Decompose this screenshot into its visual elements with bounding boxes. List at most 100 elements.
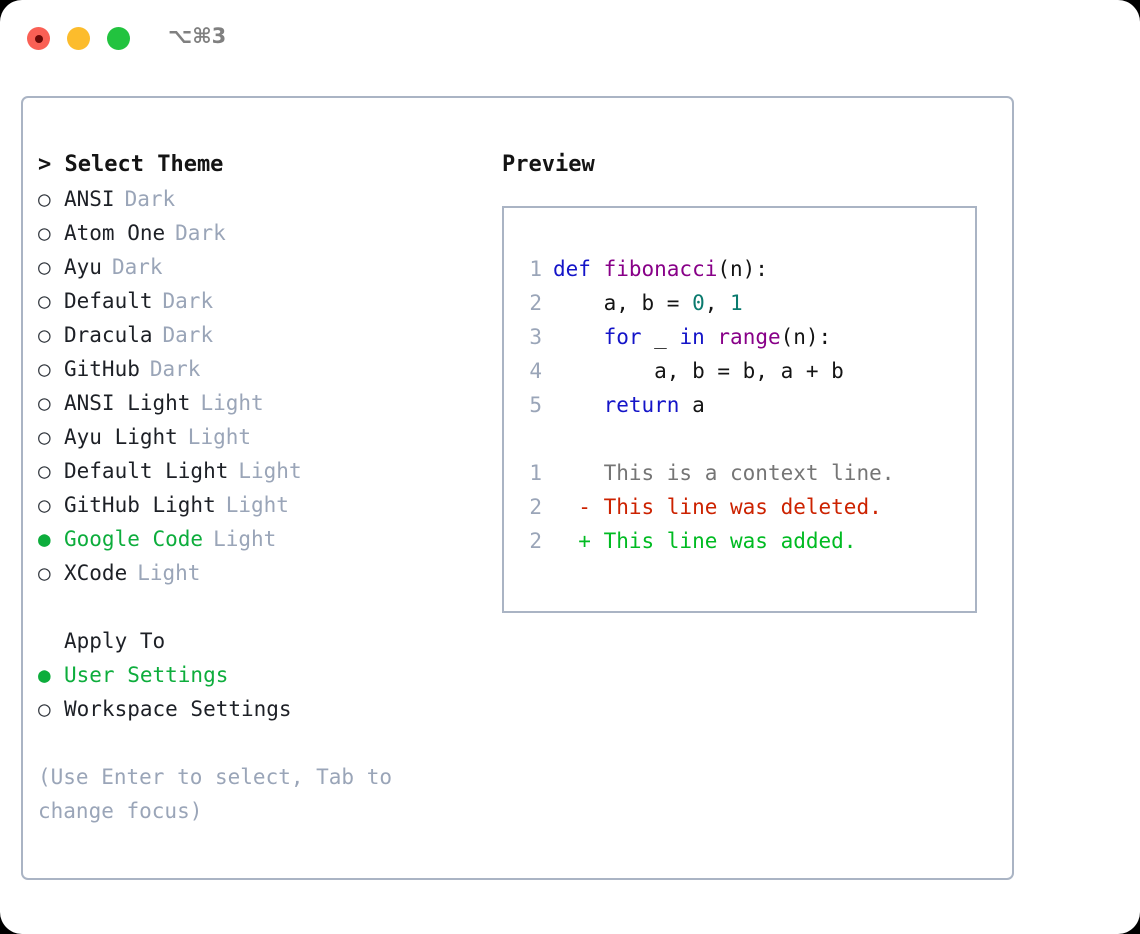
radio-unselected-icon: ○ — [38, 425, 51, 449]
code-token-fn: fibonacci — [603, 257, 718, 281]
keyboard-hint-text: (Use Enter to select, Tab to change focu… — [38, 765, 405, 823]
diff-marker: + — [553, 529, 604, 553]
keyboard-shortcut-label: ⌥⌘3 — [168, 24, 227, 48]
radio-unselected-icon: ○ — [38, 459, 51, 483]
code-token-kw: for — [603, 325, 642, 349]
preview-heading: Preview — [502, 152, 595, 177]
code-token-plain — [705, 320, 718, 354]
theme-option-label: GitHub Light — [64, 493, 216, 517]
radio-selected-icon: ● — [38, 663, 51, 687]
radio-unselected-icon: ○ — [38, 357, 51, 381]
line-number: 4 — [529, 359, 542, 383]
apply-to-list: ● User Settings ○Workspace Settings — [38, 658, 478, 726]
theme-option-ayu-light[interactable]: ○ Ayu Light Light — [38, 420, 478, 454]
diff-marker: - — [553, 495, 604, 519]
theme-option-label: Default Light — [64, 459, 229, 483]
code-token-kw: return — [603, 393, 680, 417]
line-number: 3 — [529, 325, 542, 349]
code-token-plain: a — [679, 393, 705, 417]
theme-option-variant-tag: Dark — [149, 357, 201, 381]
diff-line-ctx: 1 This is a context line. — [516, 456, 975, 490]
theme-option-variant-tag: Dark — [162, 289, 214, 313]
code-line: 2 a, b = 0, 1 — [516, 286, 975, 320]
theme-option-default-light[interactable]: ○ Default Light Light — [38, 454, 478, 488]
theme-option-variant-tag: Light — [213, 527, 277, 551]
title-bar: ⌥⌘3 — [0, 0, 1140, 78]
code-line: 5 return a — [516, 388, 975, 422]
theme-option-variant-tag: Light — [187, 425, 252, 449]
theme-option-label: Ayu Light — [64, 425, 178, 449]
diff-sample: 1 This is a context line.2 - This line w… — [516, 456, 975, 558]
code-token-plain — [553, 388, 604, 422]
theme-option-label: Google Code — [64, 527, 204, 551]
zoom-button[interactable] — [107, 27, 130, 50]
code-token-plain: , — [704, 291, 731, 315]
theme-option-variant-tag: Light — [137, 561, 201, 585]
code-token-plain: a, b = b, a + b — [553, 359, 844, 383]
diff-marker — [553, 456, 604, 490]
theme-option-label: Atom One — [64, 221, 166, 245]
code-token-plain — [553, 320, 604, 354]
line-number: 1 — [529, 257, 542, 281]
theme-option-label: ANSI Light — [64, 391, 191, 415]
code-token-plain: (n): — [717, 257, 768, 281]
line-number: 2 — [529, 529, 542, 553]
theme-option-label: Ayu — [64, 255, 102, 279]
code-token-num: 1 — [730, 291, 743, 315]
code-token-plain: (n): — [780, 325, 832, 349]
radio-unselected-icon: ○ — [38, 289, 51, 313]
theme-option-variant-tag: Dark — [175, 221, 226, 245]
line-number: 5 — [529, 393, 542, 417]
theme-option-label: Dracula — [64, 323, 153, 347]
theme-option-variant-tag: Dark — [162, 323, 214, 347]
radio-unselected-icon: ○ — [38, 493, 51, 517]
code-token-kw: in — [679, 325, 705, 349]
theme-option-variant-tag: Light — [238, 459, 302, 483]
theme-option-atom-one[interactable]: ○ Atom One Dark — [38, 216, 478, 250]
radio-unselected-icon: ○ — [38, 697, 51, 721]
diff-line-del: 2 - This line was deleted. — [516, 490, 975, 524]
code-token-kw: def — [553, 257, 604, 281]
line-number: 1 — [529, 461, 542, 485]
radio-unselected-icon: ○ — [38, 187, 51, 211]
theme-option-variant-tag: Dark — [111, 255, 163, 279]
code-line: 1 def fibonacci(n): — [516, 252, 975, 286]
radio-unselected-icon: ○ — [38, 323, 51, 347]
apply-to-option-workspace-settings[interactable]: ○Workspace Settings — [38, 692, 478, 726]
code-diff-separator — [516, 422, 975, 456]
radio-unselected-icon: ○ — [38, 221, 51, 245]
code-token-plain: _ — [641, 325, 680, 349]
minimize-button[interactable] — [67, 27, 90, 50]
code-line: 3 for _ in range(n): — [516, 320, 975, 354]
apply-to-option-label: User Settings — [64, 663, 229, 687]
diff-text: This line was added. — [603, 529, 857, 553]
radio-selected-icon: ● — [38, 527, 51, 551]
theme-option-label: ANSI — [64, 187, 115, 211]
code-token-fn: range — [717, 325, 781, 349]
theme-option-google-code[interactable]: ● Google Code Light — [38, 522, 478, 556]
radio-unselected-icon: ○ — [38, 391, 51, 415]
close-button[interactable] — [27, 27, 50, 50]
line-number: 2 — [529, 291, 542, 315]
code-line: 4 a, b = b, a + b — [516, 354, 975, 388]
traffic-lights — [27, 27, 130, 50]
apply-to-option-user-settings[interactable]: ● User Settings — [38, 658, 478, 692]
theme-option-dracula[interactable]: ○ Dracula Dark — [38, 318, 478, 352]
diff-text: This line was deleted. — [603, 495, 882, 519]
diff-text: This is a context line. — [603, 461, 895, 485]
radio-unselected-icon: ○ — [38, 561, 51, 585]
